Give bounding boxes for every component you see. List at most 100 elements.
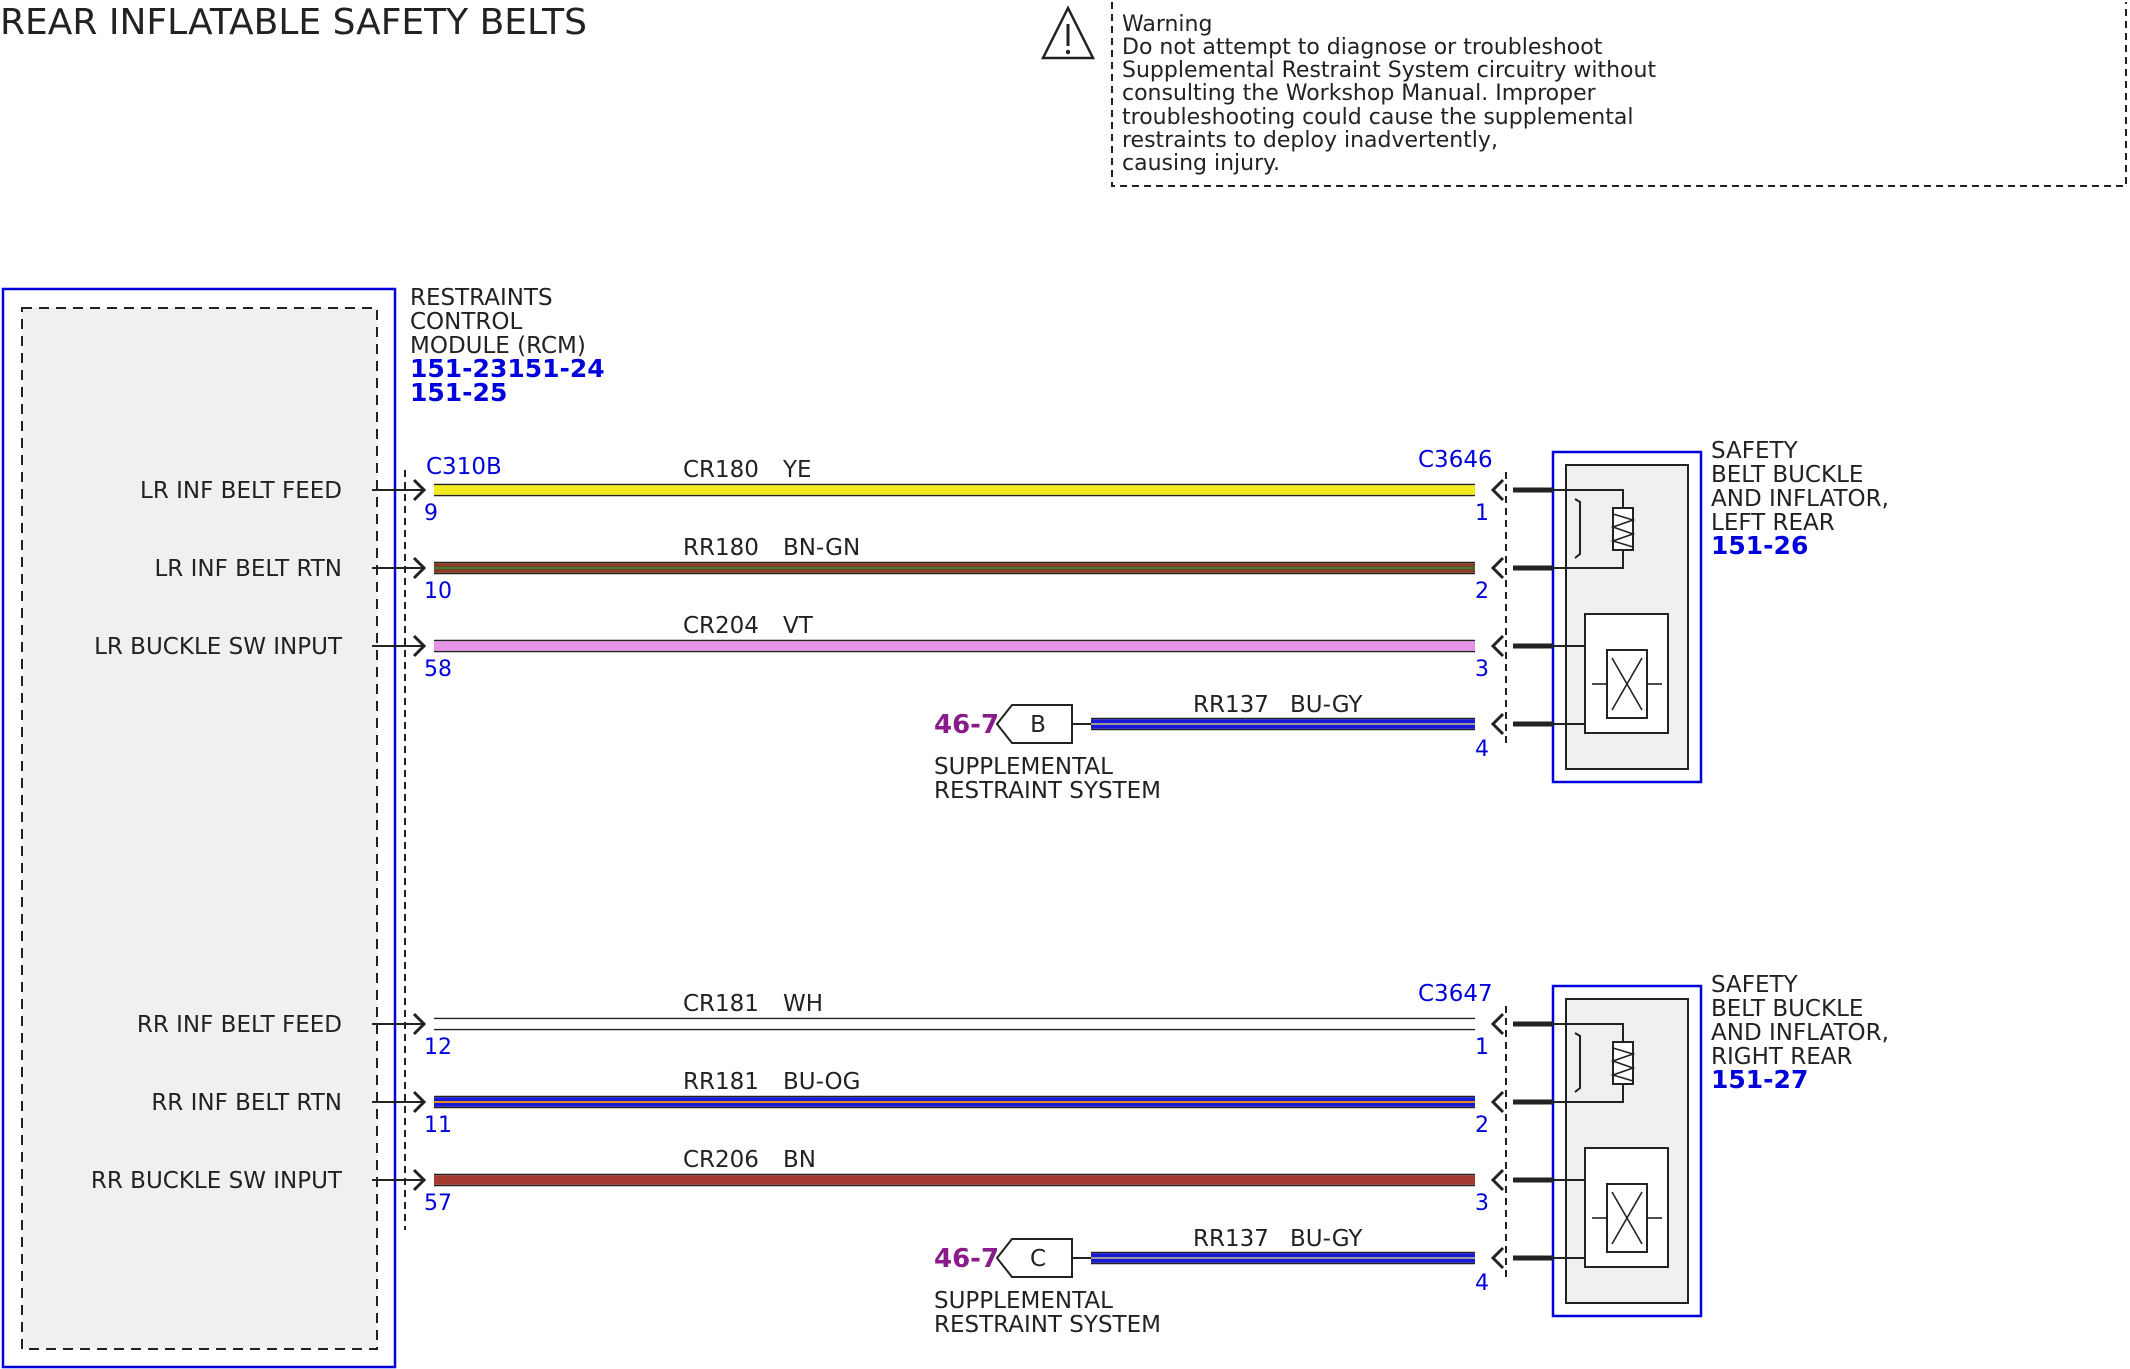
circuit-number: CR204 (683, 613, 759, 639)
warning-line: restraints to deploy inadvertently, (1122, 128, 1498, 153)
component-name: RIGHT REAR (1711, 1044, 1852, 1070)
component-name: LEFT REAR (1711, 510, 1835, 536)
component-box (1551, 450, 1703, 784)
component-name: SAFETY (1711, 438, 1799, 464)
component-pin-number: 2 (1475, 579, 1489, 604)
rcm-pin-number: 9 (424, 501, 438, 526)
inflator-squib-icon (1574, 498, 1581, 559)
warning-heading: Warning (1122, 12, 1212, 37)
ground-description: SUPPLEMENTAL (934, 754, 1113, 780)
component-box (1551, 984, 1703, 1318)
rcm-pin-number: 57 (424, 1191, 452, 1216)
switch-x (1611, 657, 1643, 711)
signal-name: RR BUCKLE SW INPUT (91, 1168, 343, 1194)
wire (434, 1095, 1475, 1109)
component-name: BELT BUCKLE (1711, 462, 1863, 488)
circuit-number: CR206 (683, 1147, 759, 1173)
connector-arrow (1490, 634, 1505, 658)
page-reference: 46-7 (934, 1244, 999, 1274)
circuit-number: CR181 (683, 991, 759, 1017)
connector-arrow (412, 556, 427, 580)
connector-arrow (412, 1090, 427, 1114)
inflator-lead (1580, 550, 1624, 569)
connector-arrow (1490, 1090, 1505, 1114)
rcm-name: CONTROL (410, 309, 523, 335)
connector-arrow (1490, 1168, 1505, 1192)
rcm-name: MODULE (RCM) (410, 333, 586, 359)
signal-name: LR BUCKLE SW INPUT (94, 634, 343, 660)
off-page-letter: C (1030, 1246, 1046, 1272)
connector-arrow (1490, 1246, 1505, 1270)
inflator-coil-icon (1610, 513, 1636, 548)
rcm-pin-number: 11 (424, 1113, 452, 1138)
circuit-row: RR INF BELT RTN 11 RR181 BU-OG 2 (151, 1069, 1580, 1138)
switch-x (1611, 1191, 1643, 1245)
component-pin-number: 3 (1475, 1191, 1489, 1216)
component-connector-id: C3647 (1418, 981, 1493, 1007)
rcm-page-ref[interactable]: 151-25 (410, 378, 507, 407)
connector-arrow (1490, 478, 1505, 502)
inflator-squib-icon (1574, 1032, 1581, 1093)
circuit-row: RR BUCKLE SW INPUT 57 CR206 BN 3 (91, 1147, 1580, 1216)
wire-color-code: BU-OG (783, 1069, 860, 1095)
wire-color-code: BN (783, 1147, 816, 1173)
rcm-page-ref[interactable]: 151-23151-24 (410, 354, 605, 383)
connector-arrow (412, 478, 427, 502)
circuit-number: CR180 (683, 457, 759, 483)
warning-line: Do not attempt to diagnose or troublesho… (1122, 35, 1603, 60)
connector-arrow (1490, 1012, 1505, 1036)
component-page-ref: 151-27 (1711, 1065, 1808, 1094)
wire (1091, 1251, 1475, 1265)
warning-line: causing injury. (1122, 151, 1280, 176)
component-pin-number: 1 (1475, 1035, 1489, 1060)
circuit-number: RR181 (683, 1069, 759, 1095)
component-name: BELT BUCKLE (1711, 996, 1863, 1022)
diagram-title: REAR INFLATABLE SAFETY BELTS (0, 2, 587, 43)
rcm-pin-number: 12 (424, 1035, 452, 1060)
component-name: SAFETY (1711, 972, 1799, 998)
component-connector-id: C3646 (1418, 447, 1493, 473)
wire-color-code: BN-GN (783, 535, 860, 561)
wire (434, 1017, 1475, 1031)
inflator-lead (1580, 1084, 1624, 1103)
rcm-pin-number: 10 (424, 579, 452, 604)
circuit-row: LR INF BELT RTN 10 RR180 BN-GN 2 (154, 535, 1580, 604)
rcm-name: RESTRAINTS (410, 285, 553, 311)
wire (434, 483, 1475, 497)
circuit-number: RR137 (1193, 692, 1269, 718)
component-name: AND INFLATOR, (1711, 1020, 1889, 1046)
wire-color-code: YE (782, 457, 812, 483)
connector-arrow (1490, 712, 1505, 736)
component-pin-number: 2 (1475, 1113, 1489, 1138)
signal-name: RR INF BELT RTN (151, 1090, 342, 1116)
signal-name: LR INF BELT RTN (154, 556, 342, 582)
component-name: AND INFLATOR, (1711, 486, 1889, 512)
component-pin-number: 4 (1475, 737, 1489, 762)
circuit-number: RR180 (683, 535, 759, 561)
wire (434, 561, 1475, 575)
warning-panel: Warning Do not attempt to diagnose or tr… (1040, 2, 2127, 187)
signal-name: LR INF BELT FEED (140, 478, 342, 504)
connector-arrow (412, 634, 427, 658)
warning-triangle-icon (1040, 5, 1096, 60)
warning-line: troubleshooting could cause the suppleme… (1122, 105, 1633, 130)
page-reference: 46-7 (934, 710, 999, 740)
component-pin-number: 3 (1475, 657, 1489, 682)
ground-description: RESTRAINT SYSTEM (934, 1312, 1161, 1338)
component-page-ref: 151-26 (1711, 531, 1808, 560)
wire-color-code: BU-GY (1290, 692, 1363, 718)
inflator-lead (1580, 489, 1624, 508)
connector-arrow (412, 1012, 427, 1036)
warning-line: consulting the Workshop Manual. Improper (1122, 81, 1597, 106)
ground-description: SUPPLEMENTAL (934, 1288, 1113, 1314)
